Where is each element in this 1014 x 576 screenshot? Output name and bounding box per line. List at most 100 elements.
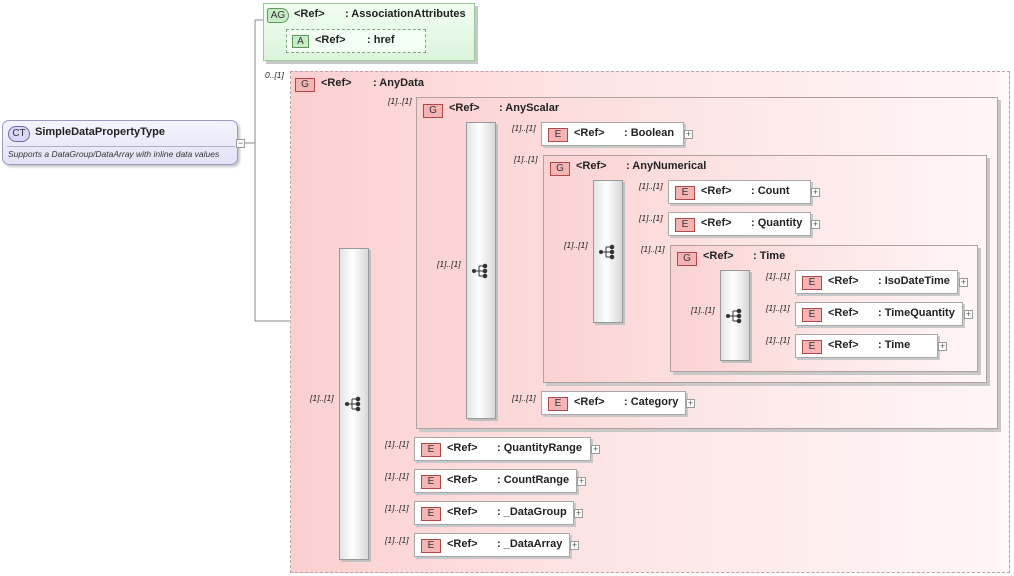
element-badge: E [675,186,695,200]
data-array-cardinality: [1]..[1] [385,535,409,545]
plus-icon[interactable]: + [959,277,968,287]
plus-icon[interactable]: + [684,129,693,139]
plus-icon[interactable]: + [811,219,820,229]
element-ref: <Ref> [447,474,478,486]
choice-compositor[interactable] [720,270,750,361]
plus-icon[interactable]: + [570,540,579,550]
element-badge: E [548,128,568,142]
group-badge: G [423,104,443,118]
element-badge: E [421,539,441,553]
plus-icon[interactable]: + [686,398,695,408]
plus-icon[interactable]: + [938,341,947,351]
plus-icon[interactable]: + [577,476,586,486]
element-name: : QuantityRange [497,442,582,454]
plus-icon[interactable]: + [591,444,600,454]
element-ref: <Ref> [447,442,478,454]
group-badge: G [550,162,570,176]
attribute-badge: A [292,35,309,48]
complex-type-doc: Supports a DataGroup/DataArray with inli… [8,149,220,159]
element-count[interactable]: E <Ref> : Count [668,180,811,204]
element-ref: <Ref> [447,506,478,518]
choice-cardinality: [1]..[1] [564,240,588,250]
plus-icon[interactable]: + [811,187,820,197]
element-quantity-range[interactable]: E <Ref> : QuantityRange [414,437,591,461]
element-quantity[interactable]: E <Ref> : Quantity [668,212,811,236]
element-name: : Count [751,185,790,197]
attribute-group-badge: AG [267,8,289,23]
element-name: : TimeQuantity [878,307,955,319]
element-time[interactable]: E <Ref> : Time [795,334,938,358]
element-ref: <Ref> [828,307,859,319]
iso-date-time-cardinality: [1]..[1] [766,271,790,281]
minus-icon[interactable]: − [236,138,245,148]
any-scalar-ref: <Ref> [449,102,480,114]
element-ref: <Ref> [701,185,732,197]
element-boolean[interactable]: E <Ref> : Boolean [541,122,684,146]
choice-icon [599,244,615,259]
element-ref: <Ref> [447,538,478,550]
any-numerical-name: : AnyNumerical [626,160,707,172]
any-numerical-ref: <Ref> [576,160,607,172]
any-scalar-cardinality: [1]..[1] [388,96,412,106]
group-badge: G [677,252,697,266]
element-time-quantity[interactable]: E <Ref> : TimeQuantity [795,302,963,326]
element-ref: <Ref> [701,217,732,229]
element-ref: <Ref> [574,396,605,408]
attribute-ref: <Ref> [315,34,346,46]
element-data-group[interactable]: E <Ref> : _DataGroup [414,501,574,525]
boolean-cardinality: [1]..[1] [512,123,536,133]
element-name: : IsoDateTime [878,275,950,287]
time-group-name: : Time [753,250,786,262]
choice-compositor[interactable] [339,248,369,560]
quantity-range-cardinality: [1]..[1] [385,439,409,449]
attribute-href-box[interactable]: A <Ref> : href [286,29,426,53]
element-badge: E [548,397,568,411]
element-iso-date-time[interactable]: E <Ref> : IsoDateTime [795,270,958,294]
element-name: : Boolean [624,127,675,139]
element-badge: E [421,443,441,457]
element-badge: E [421,507,441,521]
data-group-cardinality: [1]..[1] [385,503,409,513]
element-badge: E [802,340,822,354]
element-name: : _DataArray [497,538,563,550]
element-name: : Quantity [751,217,803,229]
divider [7,146,235,147]
attribute-group-name: : AssociationAttributes [345,8,466,20]
any-data-name: : AnyData [373,77,424,89]
element-category[interactable]: E <Ref> : Category [541,391,686,415]
element-name: : CountRange [497,474,570,486]
choice-cardinality: [1]..[1] [310,393,334,403]
choice-icon [345,396,361,412]
element-name: : _DataGroup [497,506,567,518]
any-scalar-name: : AnyScalar [499,102,560,114]
quantity-cardinality: [1]..[1] [639,213,663,223]
complex-type-badge: CT [8,126,30,142]
complex-type-box[interactable]: CT SimpleDataPropertyType Supports a Dat… [2,120,238,165]
any-numerical-cardinality: [1]..[1] [514,154,538,164]
time-group-cardinality: [1]..[1] [641,244,665,254]
element-name: : Time [878,339,911,351]
plus-icon[interactable]: + [574,508,583,518]
choice-compositor[interactable] [593,180,623,323]
element-badge: E [802,308,822,322]
element-data-array[interactable]: E <Ref> : _DataArray [414,533,570,557]
element-name: : Category [624,396,679,408]
time-cardinality: [1]..[1] [766,335,790,345]
choice-icon [472,263,488,278]
plus-icon[interactable]: + [964,309,973,319]
count-range-cardinality: [1]..[1] [385,471,409,481]
any-data-cardinality: 0..[1] [265,70,284,80]
element-ref: <Ref> [574,127,605,139]
element-badge: E [421,475,441,489]
element-ref: <Ref> [828,339,859,351]
attribute-group-panel[interactable]: AG <Ref> : AssociationAttributes A <Ref>… [263,3,475,61]
choice-cardinality: [1]..[1] [437,259,461,269]
choice-compositor[interactable] [466,122,496,419]
time-quantity-cardinality: [1]..[1] [766,303,790,313]
element-count-range[interactable]: E <Ref> : CountRange [414,469,577,493]
choice-icon [726,308,742,323]
complex-type-name: SimpleDataPropertyType [35,126,166,138]
attribute-name: : href [367,34,395,46]
count-cardinality: [1]..[1] [639,181,663,191]
element-ref: <Ref> [828,275,859,287]
